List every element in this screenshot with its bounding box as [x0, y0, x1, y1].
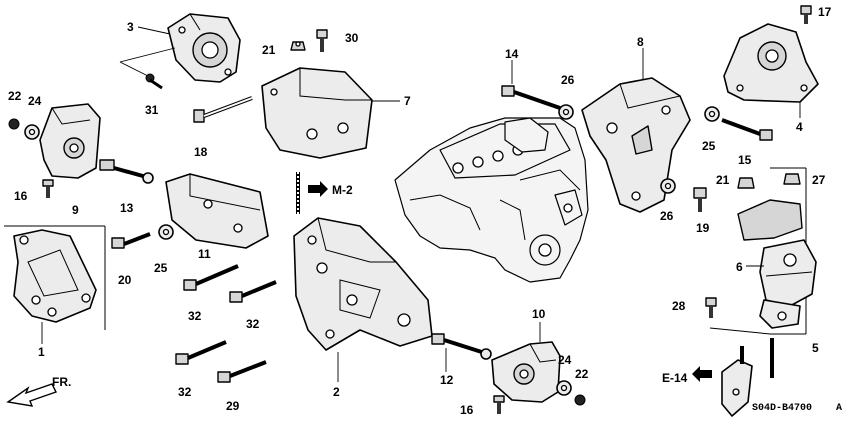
- label-9: 9: [72, 203, 79, 217]
- label-2: 2: [333, 385, 340, 399]
- part-24-washer-left: [24, 124, 40, 140]
- front-direction-indicator: FR.: [6, 375, 71, 407]
- part-30-bolt: [316, 29, 328, 52]
- part-15-bolt: [721, 118, 773, 141]
- label-25-right: 25: [702, 139, 716, 153]
- label-24-right: 24: [558, 353, 572, 367]
- label-19: 19: [696, 221, 710, 235]
- part-18-bolt: [193, 96, 253, 123]
- label-11: 11: [198, 247, 211, 261]
- label-14: 14: [505, 47, 519, 61]
- part-12-bolt: [431, 333, 492, 360]
- label-21-top: 21: [262, 43, 276, 57]
- label-10: 10: [532, 307, 546, 321]
- part-32-bolt-c: [175, 340, 227, 365]
- part-1-frame: [4, 225, 106, 330]
- part-14-bolt: [501, 85, 561, 110]
- label-13: 13: [120, 201, 134, 215]
- rear-stud-bracket: [721, 338, 774, 417]
- label-25-left: 25: [154, 261, 168, 275]
- label-28: 28: [672, 299, 686, 313]
- label-30: 30: [345, 31, 359, 45]
- part-7-bracket: [261, 67, 373, 159]
- label-29: 29: [226, 399, 240, 413]
- part-1-bracket: [13, 229, 97, 323]
- m2-reference: M-2: [308, 181, 353, 197]
- label-32-b: 32: [246, 317, 260, 331]
- label-4: 4: [796, 120, 803, 134]
- part-16-bolt-right: [493, 395, 505, 414]
- part-25-washer-left: [158, 224, 174, 240]
- e14-label: E-14: [662, 371, 688, 385]
- part-3-mount: [167, 13, 241, 83]
- part-29-bolt: [217, 360, 267, 383]
- label-21-right: 21: [716, 173, 730, 187]
- part-8-bracket: [581, 77, 691, 213]
- label-3: 3: [127, 20, 134, 34]
- label-26-mid: 26: [660, 209, 674, 223]
- label-31: 31: [145, 103, 159, 117]
- part-4-mount: [723, 23, 819, 103]
- part-22-nut-right: [574, 394, 586, 406]
- part-11-bracket: [165, 173, 269, 249]
- part-26-washer-mid: [660, 178, 676, 194]
- part-20-bolt: [111, 232, 151, 249]
- part-25-washer-right: [704, 106, 720, 122]
- label-5: 5: [812, 341, 819, 355]
- label-12: 12: [440, 373, 454, 387]
- part-32-bolt-a: [183, 264, 239, 291]
- label-7: 7: [404, 94, 411, 108]
- part-2-bracket: [293, 217, 433, 351]
- part-6-mount: [737, 199, 817, 329]
- part-27-nut: [783, 173, 801, 185]
- engine-block: [394, 117, 589, 283]
- label-8: 8: [637, 35, 644, 49]
- diagram-code: S04D-B4700: [752, 403, 812, 414]
- part-21-nut-right: [737, 177, 755, 189]
- label-6: 6: [736, 260, 743, 274]
- part-9-mount: [39, 103, 101, 179]
- part-26-washer-top: [558, 104, 574, 120]
- diagram-code-suffix: A: [836, 403, 842, 414]
- part-28-bolt: [705, 297, 717, 318]
- label-24-left: 24: [28, 94, 42, 108]
- m2-label: M-2: [332, 183, 353, 197]
- front-label: FR.: [52, 375, 71, 389]
- part-24-washer-right: [556, 380, 572, 396]
- label-20: 20: [118, 273, 132, 287]
- part-13-bolt: [99, 159, 154, 184]
- label-22-left: 22: [8, 89, 22, 103]
- part-21-nut-top: [290, 41, 306, 51]
- label-32-a: 32: [188, 309, 202, 323]
- label-1: 1: [38, 345, 45, 359]
- part-10-mount: [491, 341, 561, 403]
- label-15: 15: [738, 153, 752, 167]
- label-16-right: 16: [460, 403, 474, 417]
- part-32-bolt-b: [229, 280, 277, 303]
- label-18: 18: [194, 145, 208, 159]
- label-32-c: 32: [178, 385, 192, 399]
- e14-reference: E-14: [662, 366, 712, 385]
- label-16-left: 16: [14, 189, 28, 203]
- part-17-bolt: [800, 5, 812, 24]
- label-27: 27: [812, 173, 826, 187]
- part-16-bolt-left: [42, 179, 54, 198]
- label-22-right: 22: [575, 367, 589, 381]
- part-31-bolt: [145, 73, 163, 90]
- label-26-top: 26: [561, 73, 575, 87]
- part-22-nut-left: [8, 118, 20, 130]
- part-19-bolt: [693, 187, 707, 212]
- label-17: 17: [818, 5, 832, 19]
